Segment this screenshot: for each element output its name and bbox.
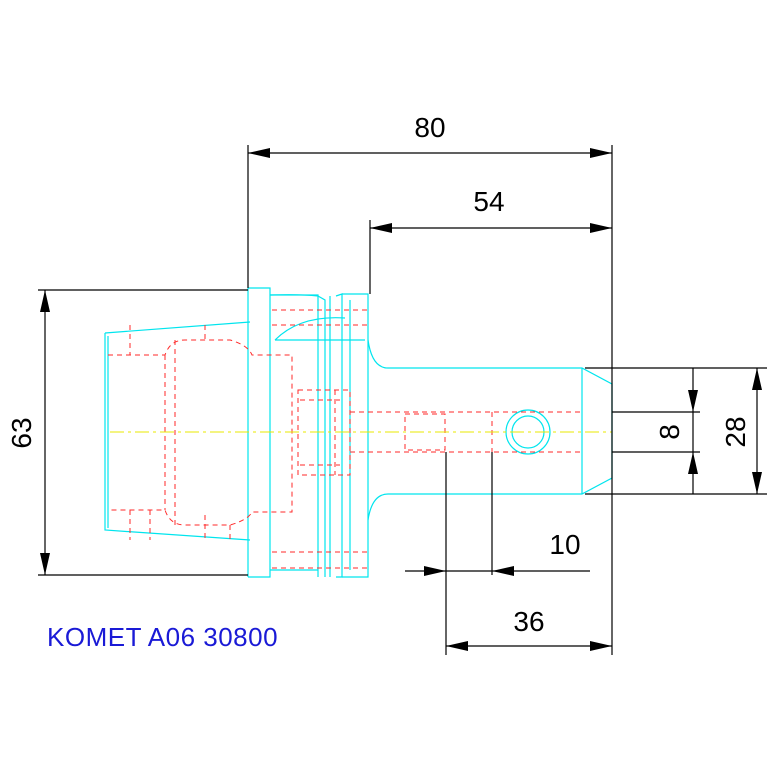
hidden-lines: [108, 309, 580, 569]
dim-hole-offset: 10: [549, 529, 580, 560]
dim-flange-diameter: 63: [6, 417, 37, 448]
part-label: KOMET A06 30800: [47, 622, 278, 652]
dim-bore-diameter: 8: [654, 424, 685, 440]
dim-shank-diameter: 28: [720, 416, 751, 447]
dim-overall-length: 80: [414, 112, 445, 143]
dimension-lines: [38, 145, 767, 655]
dim-shank-length: 54: [473, 186, 504, 217]
dim-hole-position: 36: [513, 606, 544, 637]
